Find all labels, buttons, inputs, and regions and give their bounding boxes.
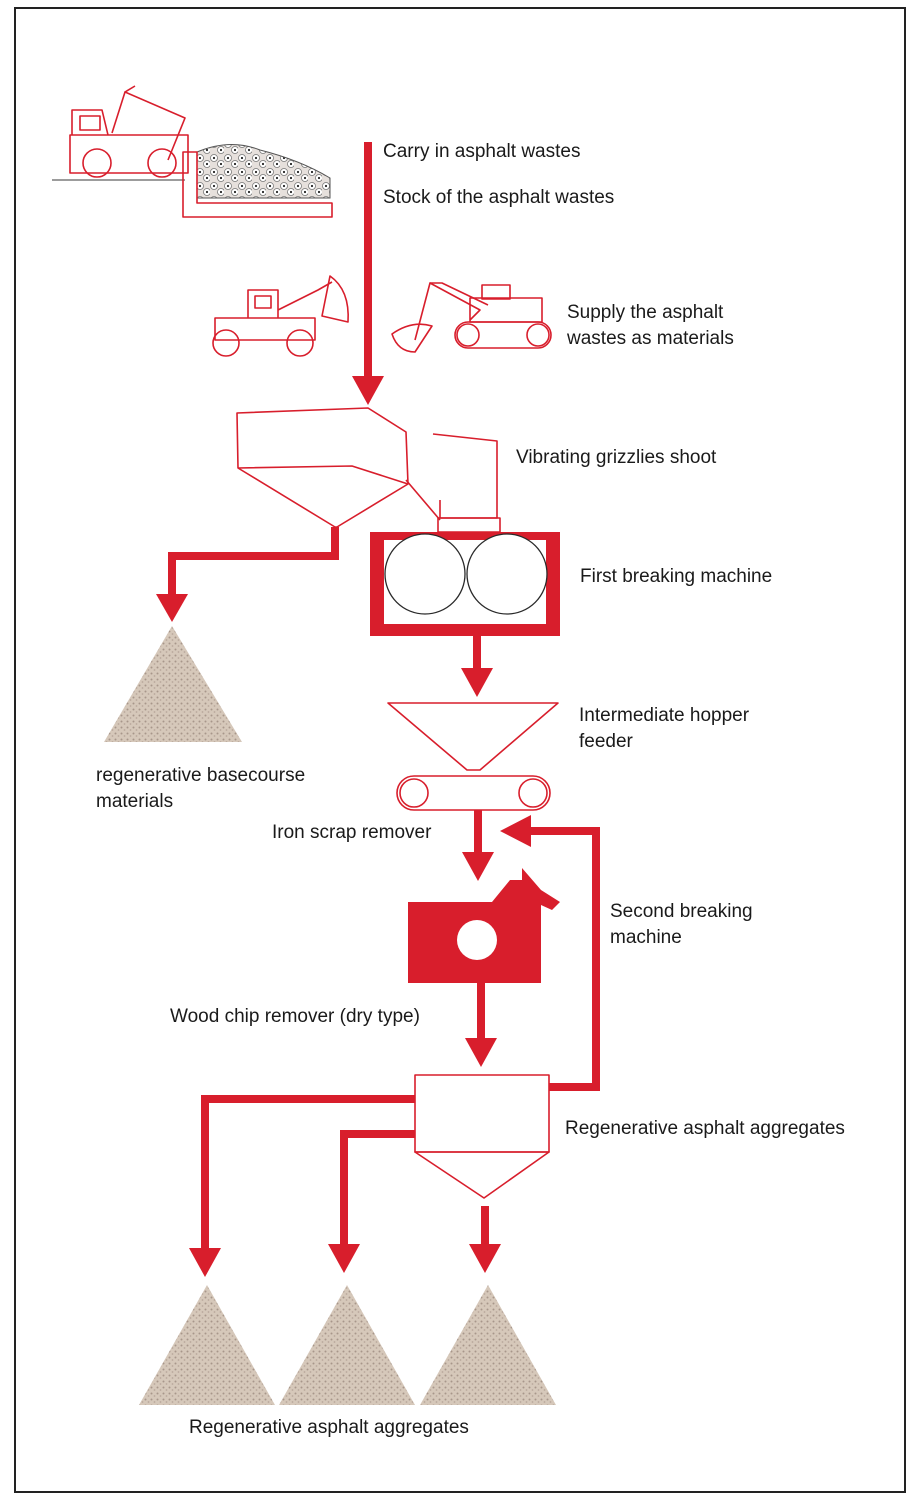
- asphalt-stockpile-icon: [182, 143, 333, 218]
- label-first-breaking: First breaking machine: [580, 566, 773, 587]
- aggregate-pile-2: [279, 1285, 415, 1405]
- breaker-arrow: [462, 810, 494, 881]
- basecourse-arrow: [156, 527, 339, 622]
- label-basecourse-line2: materials: [96, 791, 174, 812]
- vibrating-grizzly-icon: [236, 407, 498, 528]
- aggregate-pile-1: [139, 1285, 275, 1405]
- hopper-arrow: [461, 636, 493, 697]
- label-supply-line1: Supply the asphalt: [567, 302, 724, 323]
- screen-arrow: [465, 983, 497, 1067]
- output-arrow-right: [469, 1206, 501, 1273]
- label-second-line2: machine: [610, 927, 682, 948]
- dump-truck-icon: [52, 85, 189, 181]
- label-regen-aggregates-bottom: Regenerative asphalt aggregates: [189, 1417, 469, 1438]
- output-arrow-left: [189, 1095, 415, 1277]
- label-carry-in: Carry in asphalt wastes: [383, 141, 581, 162]
- output-arrow-middle: [328, 1130, 415, 1273]
- basecourse-pile: [104, 626, 242, 742]
- aggregate-pile-3: [420, 1285, 556, 1405]
- excavator-icon: [391, 282, 552, 353]
- label-wood-chip: Wood chip remover (dry type): [170, 1006, 420, 1027]
- wheel-loader-icon: [212, 275, 349, 357]
- first-breaking-machine-icon: [370, 517, 560, 636]
- diagram-frame: [14, 7, 906, 1493]
- screen-separator-icon: [414, 1074, 550, 1199]
- hopper-feeder-icon: [387, 702, 559, 811]
- label-grizzlies: Vibrating grizzlies shoot: [516, 447, 717, 468]
- label-basecourse-line1: regenerative basecourse: [96, 765, 306, 786]
- label-second-line1: Second breaking: [610, 901, 753, 922]
- label-iron-scrap: Iron scrap remover: [272, 822, 432, 843]
- label-supply-line2: wastes as materials: [567, 328, 734, 349]
- label-regen-aggregates: Regenerative asphalt aggregates: [565, 1118, 845, 1139]
- label-hopper-line2: feeder: [579, 731, 633, 752]
- feed-arrow: [352, 142, 384, 405]
- return-loop-arrow: [500, 815, 600, 1091]
- second-breaking-machine-icon: [408, 868, 560, 983]
- label-stock: Stock of the asphalt wastes: [383, 187, 615, 208]
- label-hopper-line1: Intermediate hopper: [579, 705, 750, 726]
